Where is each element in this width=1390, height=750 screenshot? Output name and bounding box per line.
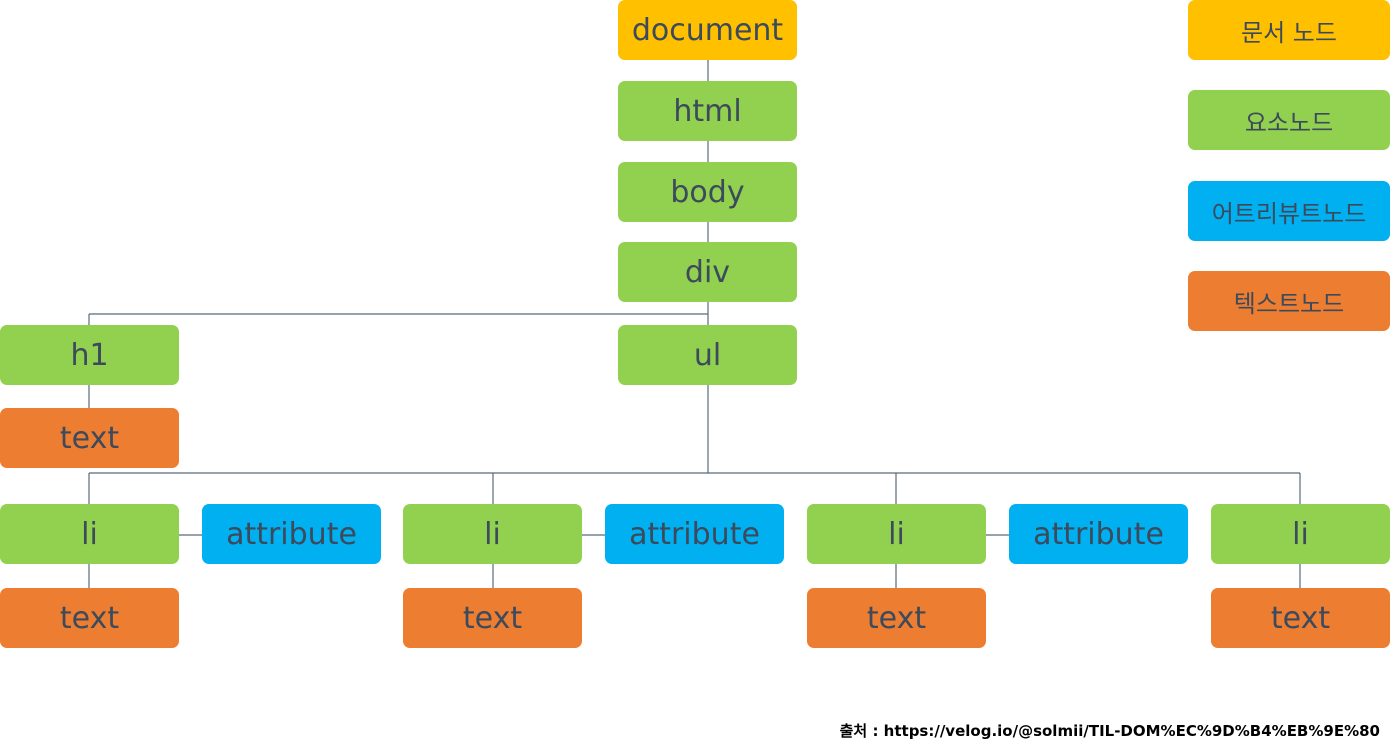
html-node: html [618,81,797,141]
attribute-node-2: attribute [605,504,784,564]
li-node-4: li [1211,504,1390,564]
li-node-1: li [0,504,179,564]
body-node: body [618,162,797,222]
attribute-node-1: attribute [202,504,381,564]
li-text-node-2: text [403,588,582,648]
ul-node: ul [618,325,797,385]
h1-node: h1 [0,325,179,385]
li-text-node-3: text [807,588,986,648]
li-node-3: li [807,504,986,564]
source-credit: 출처 : https://velog.io/@solmii/TIL-DOM%EC… [839,722,1380,740]
attribute-node-3: attribute [1009,504,1188,564]
legend-text-node: 텍스트노드 [1188,271,1390,331]
legend-document-node: 문서 노드 [1188,0,1390,60]
document-node: document [618,0,797,60]
div-node: div [618,242,797,302]
legend-attribute-node: 어트리뷰트노드 [1188,181,1390,241]
h1-text-node: text [0,408,179,468]
legend-element-node: 요소노드 [1188,90,1390,150]
li-text-node-1: text [0,588,179,648]
li-node-2: li [403,504,582,564]
li-text-node-4: text [1211,588,1390,648]
